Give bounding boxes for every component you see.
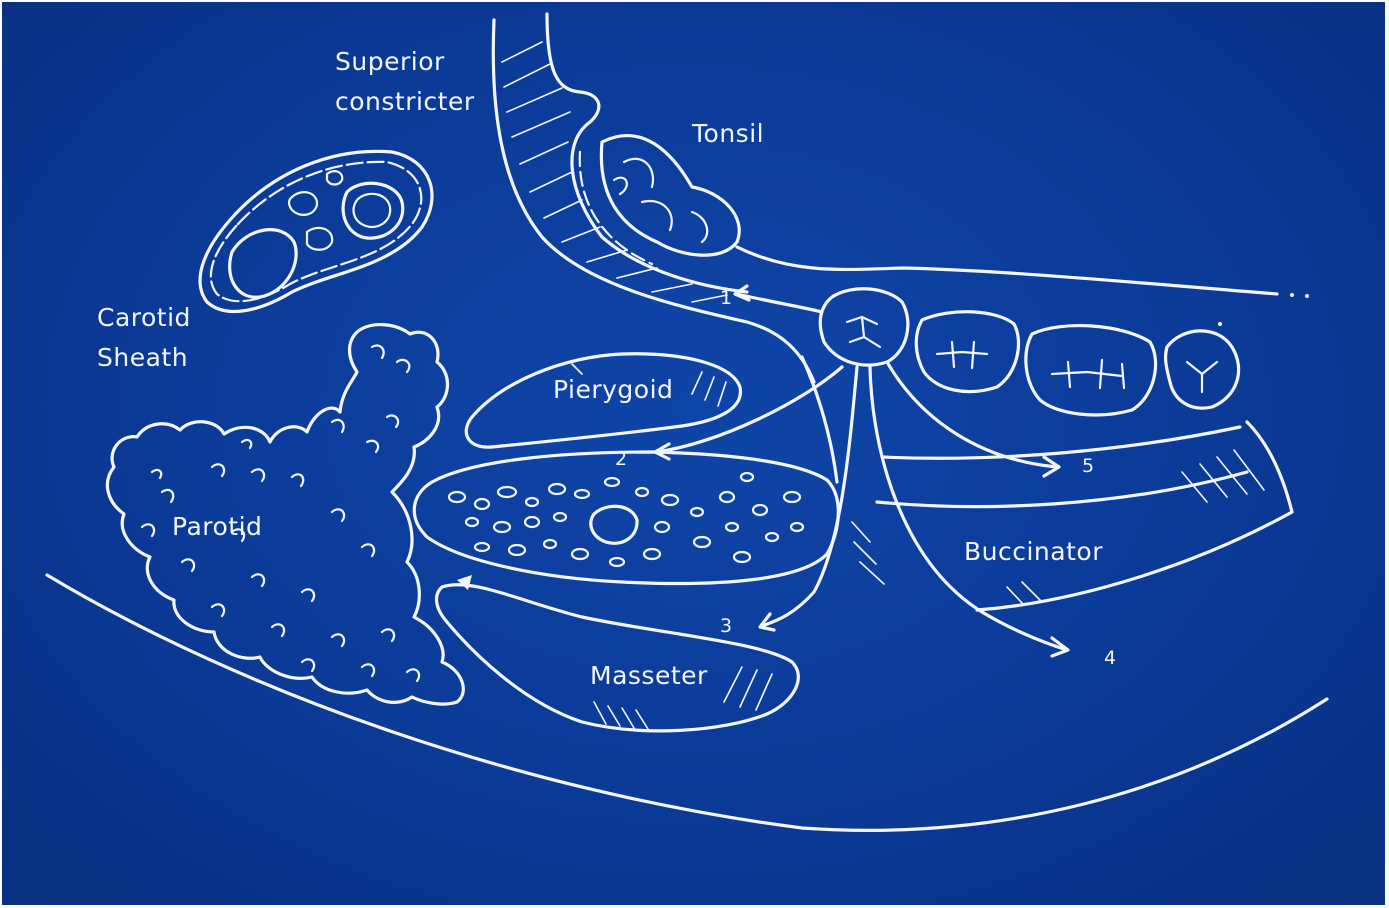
pathway-arrows	[653, 284, 1070, 658]
pathway-number-2: 2	[615, 448, 627, 470]
carotid-sheath-shape	[198, 149, 434, 314]
pathway-number-1: 1	[720, 287, 732, 309]
mucosa-line	[735, 245, 1279, 296]
parotid-shape	[105, 323, 465, 706]
superior-constrictor-label-line1: Superior	[335, 47, 445, 76]
parotid-label: Parotid	[172, 512, 262, 541]
carotid-sheath-label-line1: Carotid	[97, 303, 191, 332]
pterygoid-shape	[464, 352, 743, 449]
superior-constrictor-shape	[491, 12, 816, 384]
pathway-number-3: 3	[720, 615, 732, 637]
pathway-number-4: 4	[1104, 647, 1116, 669]
skin-contour	[45, 573, 1329, 832]
molar-tooth-2	[914, 310, 1021, 394]
buccinator-label: Buccinator	[964, 537, 1103, 566]
molar-tooth-4	[1163, 329, 1241, 410]
mandible-shape	[412, 450, 840, 586]
pathway-number-5: 5	[1082, 455, 1094, 477]
superior-constrictor-label-line2: constricter	[335, 87, 475, 116]
masseter-label: Masseter	[590, 661, 708, 690]
tonsil-label: Tonsil	[691, 119, 764, 148]
carotid-sheath-label-line2: Sheath	[97, 343, 188, 372]
masseter-shape	[435, 575, 800, 733]
pterygoid-label: Pierygoid	[553, 375, 673, 404]
molar-tooth-3	[1024, 323, 1158, 417]
tonsil-shape	[599, 134, 741, 257]
buccinator-shape	[851, 420, 1294, 612]
molar-tooth-1	[818, 287, 910, 367]
